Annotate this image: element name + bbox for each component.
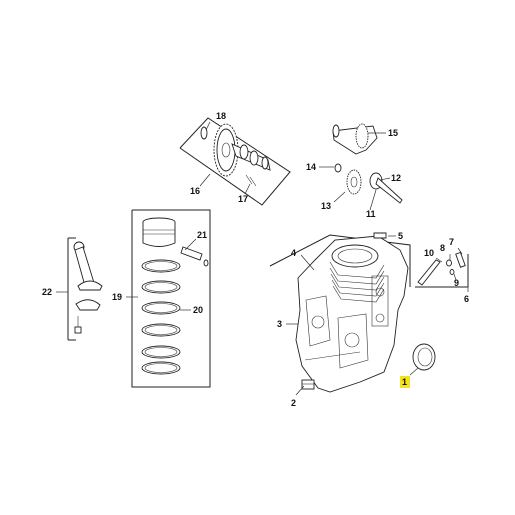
governor-arm-group <box>415 247 469 292</box>
callout-17[interactable]: 17 <box>238 194 248 204</box>
callout-10[interactable]: 10 <box>424 248 434 258</box>
governor-gear-shaft[interactable] <box>332 123 378 155</box>
governor-group <box>319 123 403 211</box>
camshaft[interactable] <box>231 143 271 171</box>
callout-labels: 1 2 3 4 5 6 7 8 9 10 11 12 13 14 15 16 1… <box>42 111 469 408</box>
camshaft-gear[interactable] <box>213 123 239 177</box>
dowel-pin[interactable] <box>373 232 387 239</box>
gear-washer[interactable] <box>334 163 342 173</box>
governor-arm[interactable] <box>417 259 441 286</box>
camshaft-pin[interactable] <box>245 174 257 187</box>
callout-5[interactable]: 5 <box>398 231 403 241</box>
callout-3[interactable]: 3 <box>277 319 282 329</box>
camshaft-group <box>179 117 291 206</box>
crankcase-group <box>269 232 411 396</box>
camshaft-washer[interactable] <box>200 126 208 140</box>
callout-22[interactable]: 22 <box>42 287 52 297</box>
callout-8[interactable]: 8 <box>440 243 445 253</box>
piston-ring-set[interactable] <box>141 259 181 375</box>
callout-16[interactable]: 16 <box>190 186 200 196</box>
cylinder-block[interactable] <box>295 235 409 393</box>
rod-cap[interactable] <box>75 299 101 311</box>
callout-12[interactable]: 12 <box>391 173 401 183</box>
lever-washer[interactable] <box>446 259 452 267</box>
connecting-rod[interactable] <box>73 241 103 291</box>
callout-11[interactable]: 11 <box>366 209 376 219</box>
lever-clip[interactable] <box>449 269 455 275</box>
callout-1[interactable]: 1 <box>402 377 407 387</box>
callout-1-highlight <box>400 376 410 388</box>
callout-18[interactable]: 18 <box>216 111 226 121</box>
callout-6[interactable]: 6 <box>464 294 469 304</box>
callout-20[interactable]: 20 <box>193 305 203 315</box>
pin-clip[interactable] <box>203 259 209 267</box>
callout-2[interactable]: 2 <box>291 398 296 408</box>
piston-pin[interactable] <box>180 246 203 261</box>
balancer-gear[interactable] <box>346 169 362 195</box>
piston[interactable] <box>142 217 176 247</box>
balancer-shaft[interactable] <box>369 172 403 204</box>
governor-lever[interactable] <box>455 251 466 268</box>
callout-15[interactable]: 15 <box>388 128 398 138</box>
callout-9[interactable]: 9 <box>454 278 459 288</box>
callout-7[interactable]: 7 <box>449 237 454 247</box>
drain-plug[interactable] <box>301 379 315 390</box>
callout-21[interactable]: 21 <box>197 230 207 240</box>
oil-seal[interactable] <box>409 343 436 376</box>
connecting-rod-group <box>56 237 103 341</box>
callout-14[interactable]: 14 <box>306 162 316 172</box>
rod-bolt[interactable] <box>74 316 82 334</box>
callout-13[interactable]: 13 <box>321 201 331 211</box>
piston-group <box>126 209 211 388</box>
callout-4[interactable]: 4 <box>291 248 296 258</box>
callout-19[interactable]: 19 <box>112 292 122 302</box>
